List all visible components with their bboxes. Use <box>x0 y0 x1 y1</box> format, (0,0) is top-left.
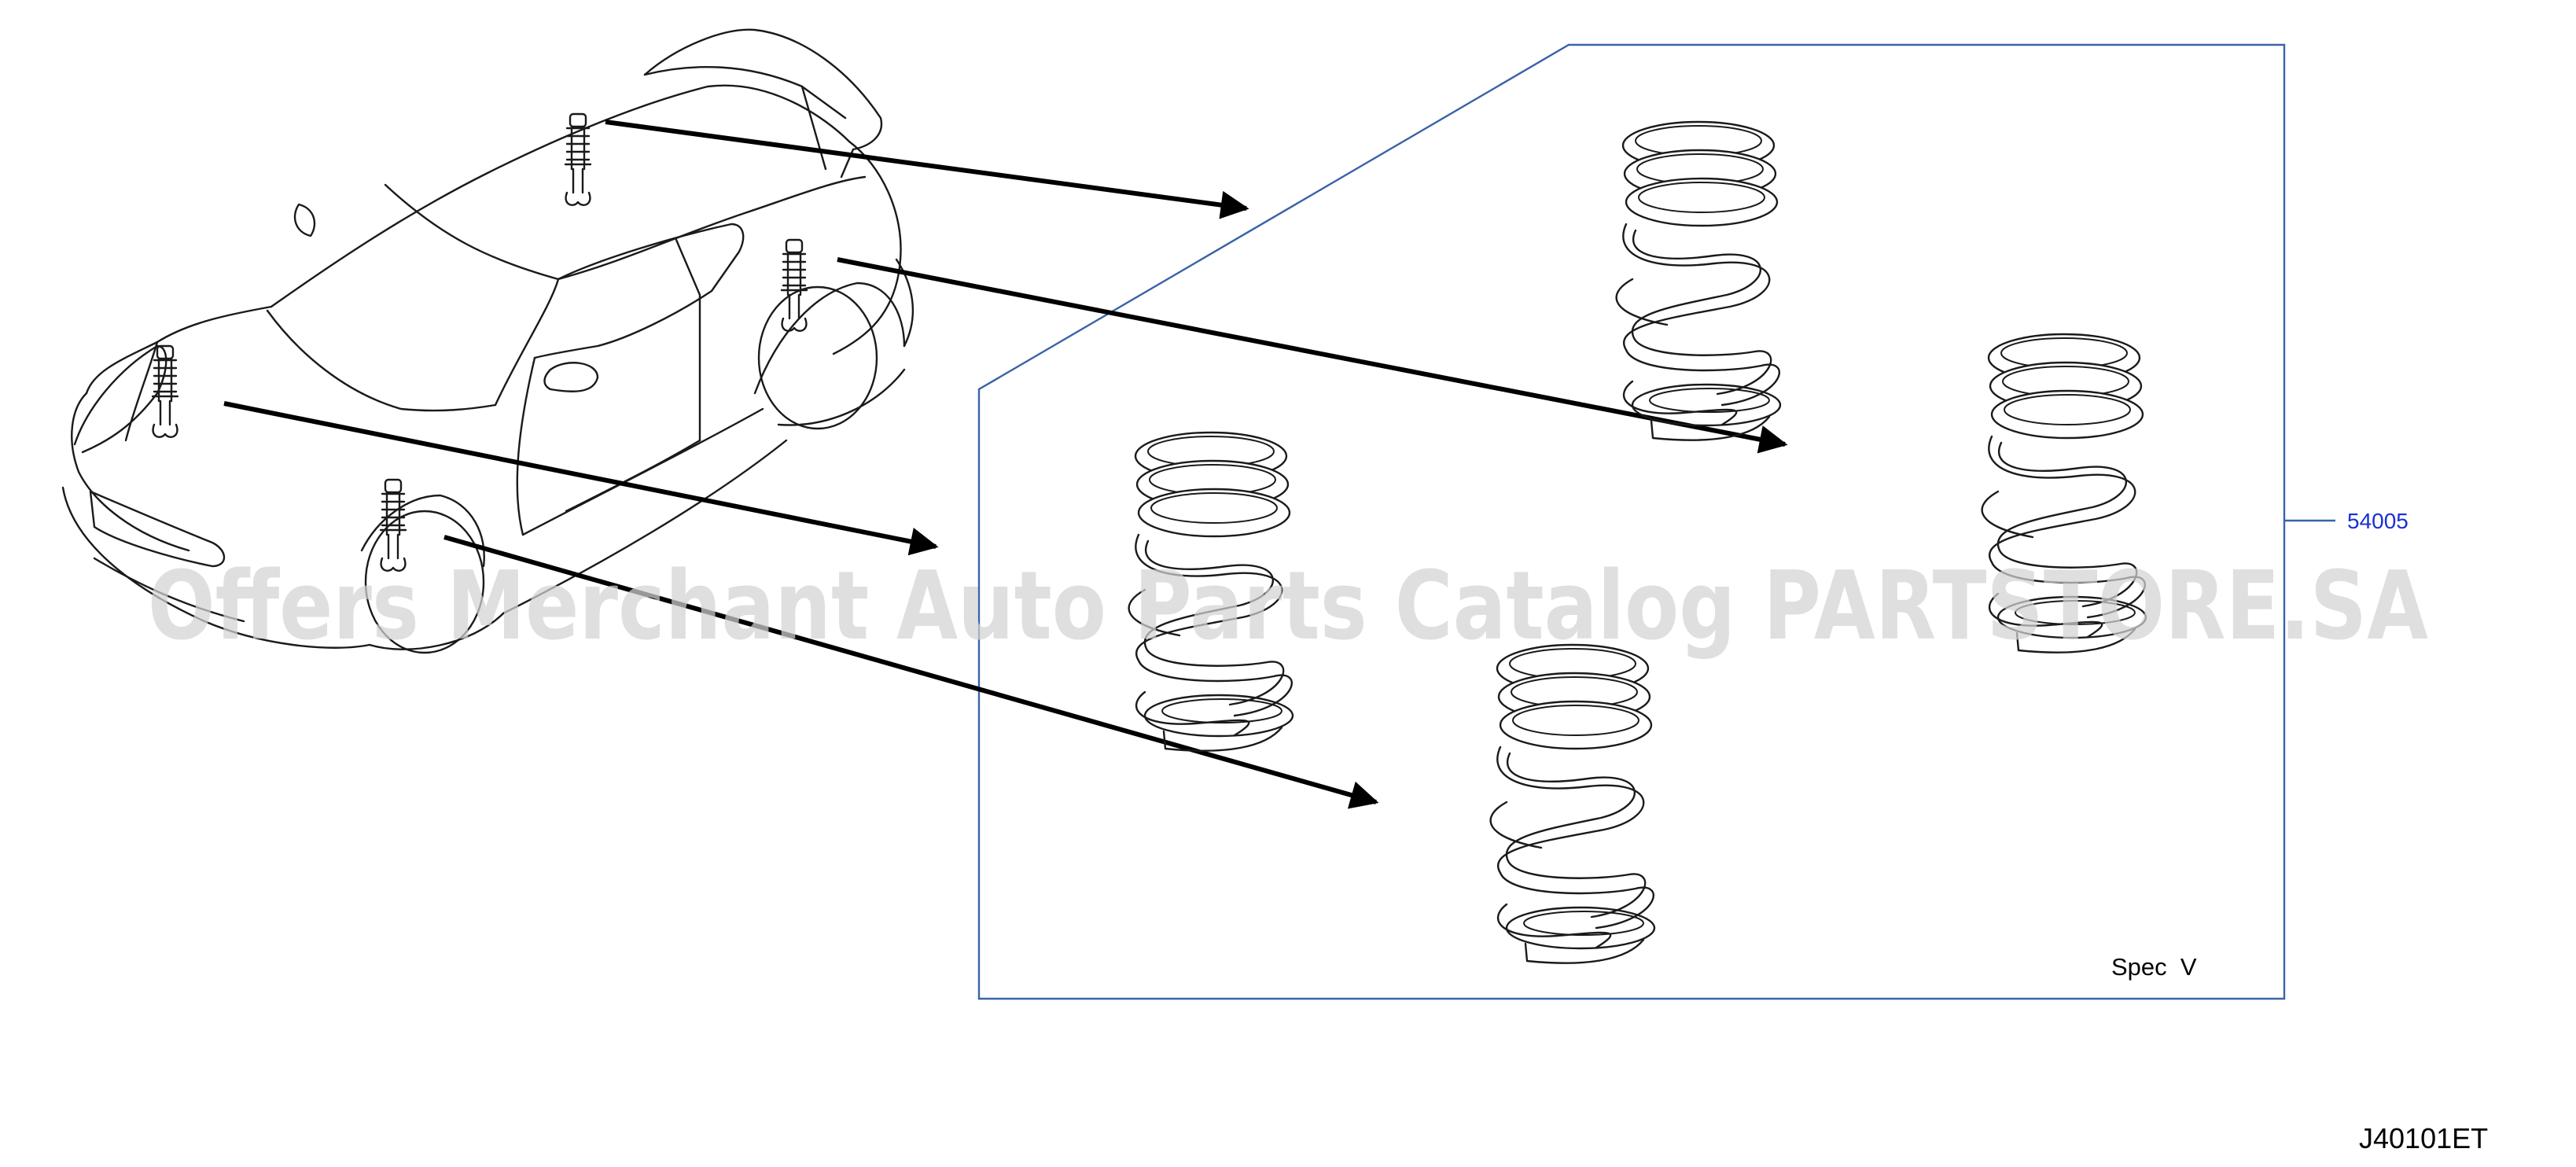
watermark: Offers Merchant Auto Parts Catalog PARTS… <box>148 552 2428 661</box>
spring-rear-left <box>1617 122 1780 440</box>
arrow-front-left <box>223 401 939 556</box>
callout-frame <box>977 43 2286 1000</box>
car-outline-icon <box>61 28 914 654</box>
arrow-rear-left <box>605 120 1249 219</box>
part-number-label[interactable]: 54005 <box>2347 509 2409 533</box>
arrow-front-right <box>443 535 1379 809</box>
arrows <box>223 120 1788 809</box>
spec-label: Spec V <box>2111 953 2197 981</box>
figure-code: J40101ET <box>2359 1122 2488 1154</box>
coil-spring-icon <box>1129 122 2146 963</box>
spring-front-right <box>1491 645 1654 963</box>
arrow-rear-right <box>837 257 1788 454</box>
